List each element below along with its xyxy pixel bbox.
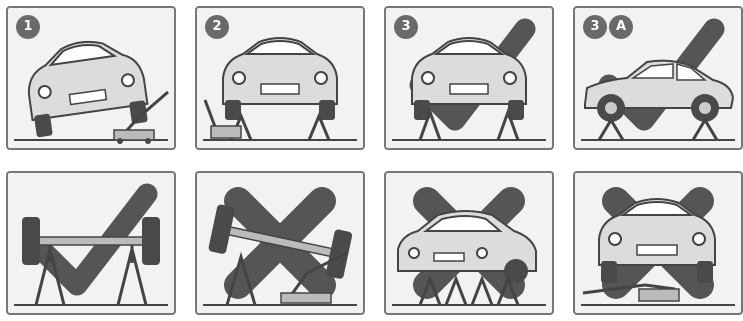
car-front-jack-stands-jack-illustration bbox=[197, 8, 363, 148]
car-front-jack-under-bumper-illustration bbox=[575, 173, 741, 313]
panel-step-1: 1 bbox=[6, 6, 176, 150]
car-side-on-jack-stands-illustration bbox=[575, 8, 741, 148]
axle-on-jack-stands-illustration bbox=[8, 173, 174, 313]
car-on-many-stands-illustration bbox=[386, 173, 552, 313]
panel-tilted-axle-wrong bbox=[195, 171, 365, 315]
car-front-tilted-floor-jack-illustration bbox=[8, 8, 174, 148]
panel-step-3a: 3 A bbox=[573, 6, 743, 150]
panel-many-stands-wrong bbox=[384, 171, 554, 315]
car-front-on-jack-stands-illustration bbox=[386, 8, 552, 148]
tilted-axle-on-stands-illustration bbox=[197, 173, 363, 313]
panel-step-3: 3 bbox=[384, 6, 554, 150]
panel-axle-correct bbox=[6, 171, 176, 315]
panel-jack-under-bumper-wrong bbox=[573, 171, 743, 315]
panel-step-2: 2 bbox=[195, 6, 365, 150]
